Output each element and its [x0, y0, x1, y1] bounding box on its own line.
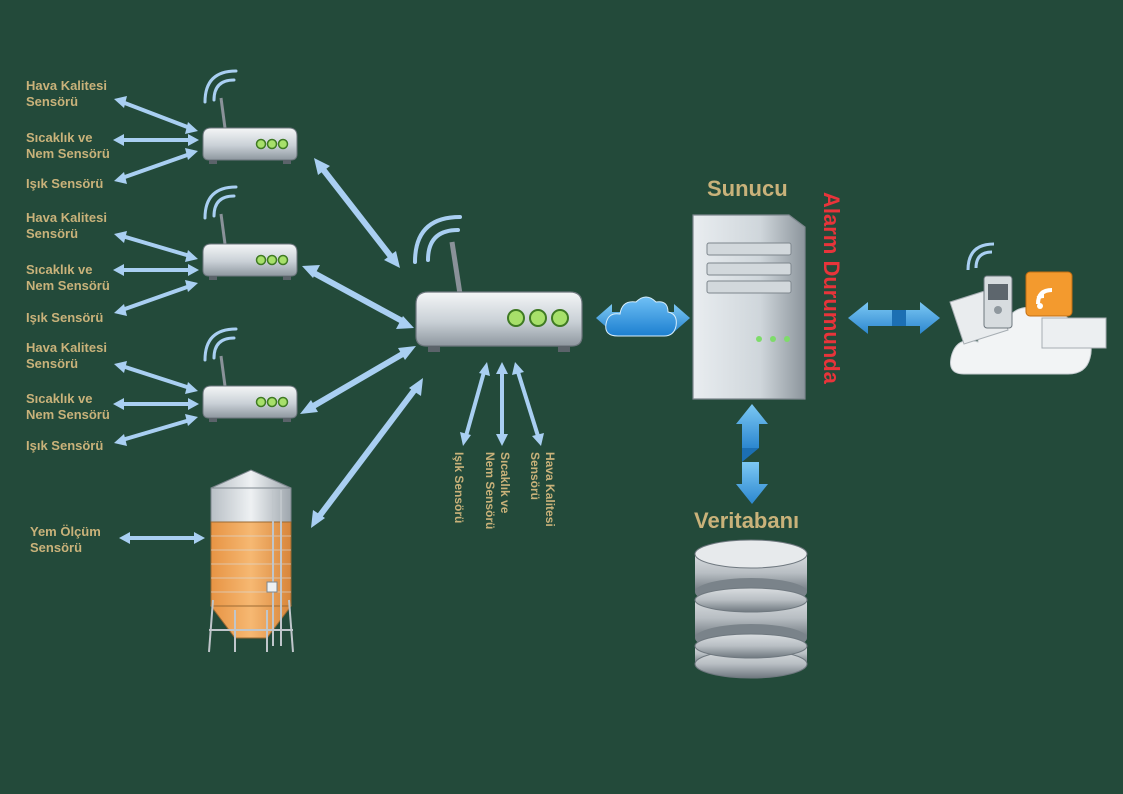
wifi-waves-icon [203, 327, 238, 362]
wifi-waves-icon [203, 69, 238, 104]
cloud-icon [596, 296, 690, 337]
wifi-waves-icon [413, 215, 462, 264]
mobile-cloud-icon [949, 242, 1107, 375]
server-icon [692, 214, 806, 400]
router-icon [202, 213, 298, 281]
sensor-label-light: Işık Sensörü [26, 310, 104, 325]
router-arrows [300, 158, 423, 528]
database-label: Veritabanı [694, 508, 800, 533]
server-database-arrow [736, 404, 768, 504]
alarm-label: Alarm Durumunda [819, 192, 844, 384]
alarm-arrow [848, 302, 940, 334]
local-sensor-arrows [460, 362, 544, 446]
local-sensor-label-light: Işık Sensörü [452, 452, 466, 524]
router-icon [202, 355, 298, 423]
sensor-label-light: Işık Sensörü [26, 176, 104, 191]
router-icon [202, 97, 298, 165]
sensor-label-light: Işık Sensörü [26, 438, 104, 453]
server-label: Sunucu [707, 176, 788, 201]
silo-icon [208, 469, 294, 653]
database-icon [694, 539, 808, 679]
main-router-icon [415, 241, 583, 352]
wifi-waves-icon [203, 185, 238, 220]
sensor-arrows [113, 96, 205, 544]
